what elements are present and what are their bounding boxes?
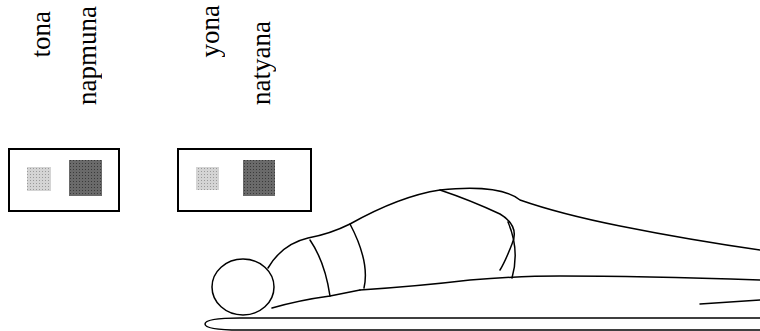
sample-label: natyana — [246, 21, 276, 105]
person-figure — [205, 188, 760, 330]
sample-frame — [9, 149, 119, 211]
sample-frame — [178, 149, 311, 211]
light-swatch — [196, 167, 219, 190]
sample-label: napmuna — [72, 6, 102, 105]
dark-swatch — [243, 160, 275, 196]
dark-swatch — [69, 160, 102, 196]
sample-label: yona — [195, 5, 225, 57]
sample-label: tona — [26, 11, 56, 58]
light-swatch — [27, 167, 51, 191]
